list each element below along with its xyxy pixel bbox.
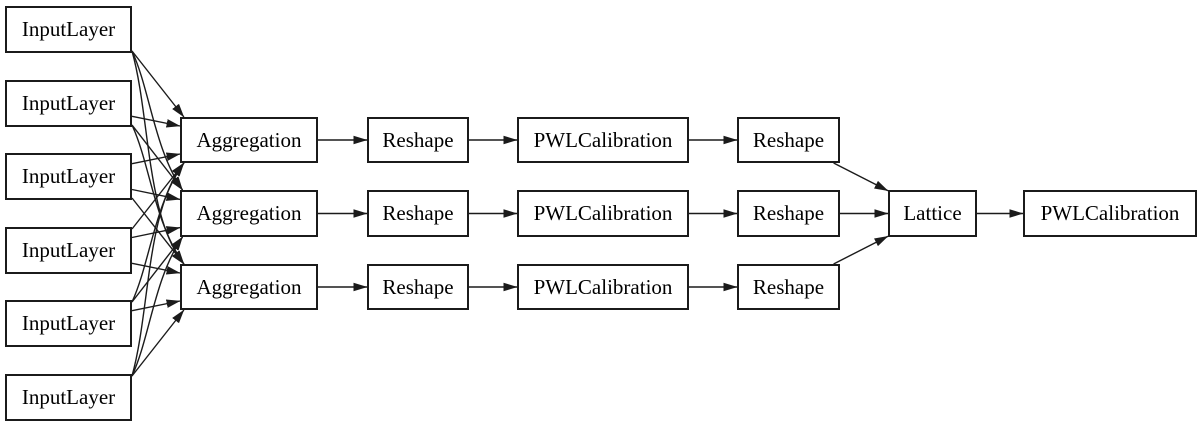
node-label-input2: InputLayer — [21, 91, 116, 115]
node-label-reshape6: Reshape — [752, 274, 825, 299]
edge-input3-agg2 — [131, 188, 181, 201]
diagram-node-input1: InputLayer — [5, 6, 132, 53]
node-label-input5: InputLayer — [21, 311, 116, 335]
diagram-node-input2: InputLayer — [5, 80, 132, 127]
edge-input2-agg1 — [131, 115, 181, 128]
diagram-node-reshape5: Reshape — [737, 190, 840, 237]
diagram-node-reshape6: Reshape — [737, 264, 840, 310]
node-label-reshape1: Reshape — [382, 127, 454, 152]
node-label-input4: InputLayer — [21, 238, 116, 262]
edge-reshape6-lattice — [833, 235, 889, 265]
node-label-pwlcal1: PWLCalibration — [533, 127, 673, 152]
diagram-node-agg3: Aggregation — [180, 264, 318, 310]
diagram-node-input6: InputLayer — [5, 374, 132, 421]
node-label-reshape4: Reshape — [752, 127, 825, 152]
node-label-lattice: Lattice — [903, 201, 962, 225]
diagram-node-pwlcal1: PWLCalibration — [517, 117, 689, 163]
node-label-pwlcal_out: PWLCalibration — [1040, 201, 1180, 225]
diagram-node-pwlcal2: PWLCalibration — [517, 190, 689, 237]
edge-input1-agg1 — [131, 50, 185, 118]
node-label-input6: InputLayer — [21, 385, 116, 409]
diagram-node-reshape2: Reshape — [367, 190, 469, 237]
diagram-node-lattice: Lattice — [888, 190, 977, 237]
node-label-agg1: Aggregation — [196, 127, 302, 152]
edge-input6-agg1 — [131, 162, 185, 377]
node-label-input3: InputLayer — [21, 164, 116, 188]
diagram-node-input5: InputLayer — [5, 300, 132, 347]
node-label-reshape2: Reshape — [382, 201, 454, 225]
diagram-node-agg2: Aggregation — [180, 190, 318, 237]
edge-input6-agg2 — [131, 236, 184, 377]
node-label-reshape5: Reshape — [752, 201, 825, 225]
node-label-reshape3: Reshape — [382, 274, 454, 299]
edge-input4-agg3 — [131, 262, 181, 275]
diagram-node-reshape3: Reshape — [367, 264, 469, 310]
edge-input5-agg3 — [131, 299, 181, 312]
node-label-agg3: Aggregation — [196, 274, 302, 299]
node-label-input1: InputLayer — [21, 17, 116, 41]
diagram-node-input4: InputLayer — [5, 227, 132, 274]
diagram-node-pwlcal3: PWLCalibration — [517, 264, 689, 310]
diagram-node-pwlcal_out: PWLCalibration — [1023, 190, 1197, 237]
diagram-node-reshape4: Reshape — [737, 117, 840, 163]
diagram-node-reshape1: Reshape — [367, 117, 469, 163]
node-label-pwlcal3: PWLCalibration — [533, 274, 673, 299]
edge-input3-agg3 — [131, 197, 185, 265]
edge-input6-agg3 — [131, 309, 185, 377]
node-label-agg2: Aggregation — [196, 201, 302, 225]
edge-input3-agg1 — [131, 152, 181, 165]
node-label-pwlcal2: PWLCalibration — [533, 201, 673, 225]
diagram-node-input3: InputLayer — [5, 153, 132, 200]
diagram-node-agg1: Aggregation — [180, 117, 318, 163]
edge-reshape4-lattice — [833, 162, 889, 192]
